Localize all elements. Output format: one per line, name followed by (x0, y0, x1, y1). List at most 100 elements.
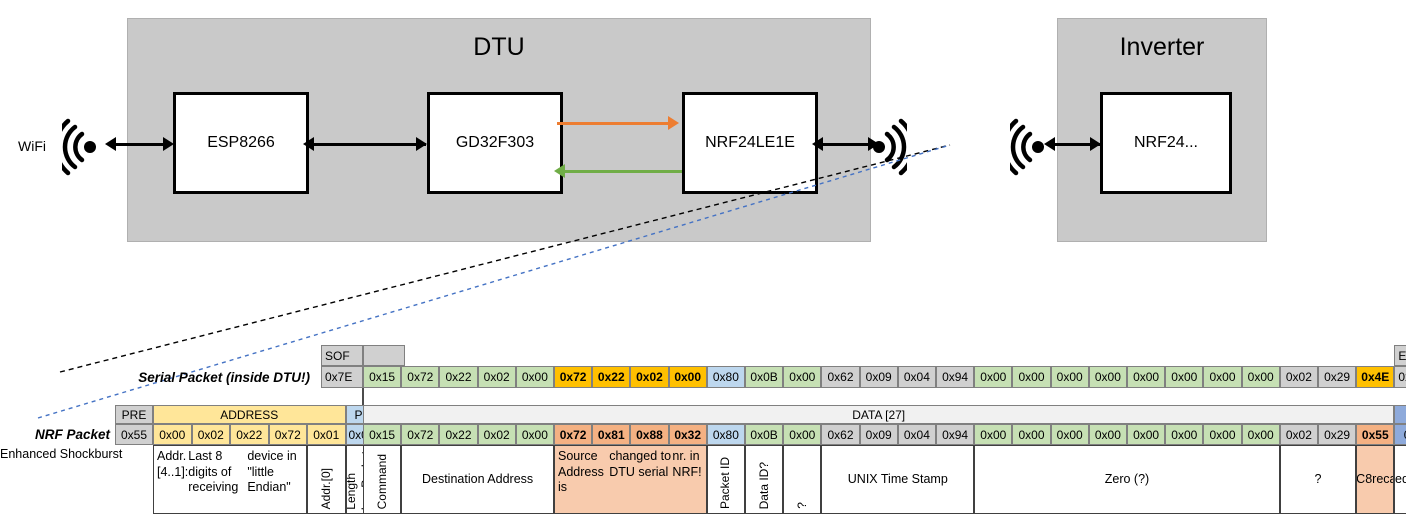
link-gd32-nrf-orange (557, 122, 675, 125)
arrow-right-gd32-nrf (668, 116, 679, 130)
serial-eof-value: 0x7F (1394, 366, 1406, 388)
serial-byte-cell: 0x00 (783, 366, 822, 388)
chip-esp8266-label: ESP8266 (207, 134, 275, 151)
nrf-byte-cell: 0x00 (1203, 424, 1242, 445)
serial-byte-cell: 0x0B (745, 366, 784, 388)
nrf-description-text: ? (1314, 471, 1322, 486)
nrf-byte-cell: 0x00 (1050, 424, 1089, 445)
chip-esp8266[interactable]: ESP8266 (173, 92, 309, 194)
arrow-left-nrf-antenna (812, 137, 823, 151)
nrf-byte-cell: 0x00 (1127, 424, 1166, 445)
nrf-byte-cell: 0x00 (153, 424, 192, 445)
dtu-title: DTU (473, 33, 525, 61)
arrow-right-wifi-esp (163, 137, 174, 151)
arrow-right-antenna-inverter (1090, 137, 1101, 151)
arrow-right-nrf-antenna (868, 137, 879, 151)
nrf-description-text: Generated (1394, 471, 1406, 486)
nrf-description-text: Last 8 digits of receiving (188, 449, 239, 495)
nrf-description-cell: Zero (?) (974, 445, 1280, 514)
nrf-byte-cell: 0x55 (1356, 424, 1395, 445)
nrf-description-text: ? (794, 502, 809, 509)
nrf-byte-cell: 0x00 (974, 424, 1013, 445)
serial-byte-cell: 0x02 (630, 366, 669, 388)
nrf-byte-cell: 0x00 (1165, 424, 1204, 445)
serial-byte-cell: 0x09 (859, 366, 898, 388)
serial-byte-cell: 0x00 (1050, 366, 1089, 388)
nrf-byte-cell: 0x00 (515, 424, 554, 445)
nrf-description-cell: Destination Address (401, 445, 554, 514)
nrf-byte-cell: 0x04 (897, 424, 936, 445)
serial-byte-cell: 0x00 (1127, 366, 1166, 388)
nrf-byte-cell: 0x72 (554, 424, 593, 445)
nrf-byte-cell: 0x00 (1012, 424, 1051, 445)
nrf-description-text: Zero (?) (1104, 471, 1150, 486)
nrf-group-header: ADDRESS (153, 405, 346, 424)
nrf-group-header: NRF CRC (1394, 405, 1406, 424)
serial-byte-cell: 0x00 (1203, 366, 1242, 388)
nrf-byte-cell: 0x72 (268, 424, 307, 445)
nrf-byte-cell: 0x00 (1088, 424, 1127, 445)
chip-gd32f303[interactable]: GD32F303 (427, 92, 563, 194)
nrf-byte-cell: 0x80 (706, 424, 745, 445)
nrf-description-cell: Addr.[0] (307, 445, 346, 514)
serial-eof-header: EOF (1394, 345, 1406, 366)
serial-byte-cell: 0x22 (592, 366, 631, 388)
serial-byte-cell: 0x62 (821, 366, 860, 388)
nrf-group-header: PRE (115, 405, 153, 424)
chip-gd32f303-label: GD32F303 (455, 134, 535, 151)
nrf-antenna-icon-dtu (855, 118, 916, 181)
chip-nrf24-inverter[interactable]: NRF24... (1100, 92, 1232, 194)
serial-header-blank (363, 345, 405, 366)
serial-byte-cell: 0x80 (706, 366, 745, 388)
chip-nrf24-label: NRF24... (1133, 134, 1198, 151)
arrow-right-esp-gd32 (416, 137, 427, 151)
nrf-description-cell: ? (1279, 445, 1357, 514)
nrf-byte-cell: 0x72 (401, 424, 440, 445)
nrf-byte-cell: 0x32 (668, 424, 707, 445)
nrf-description-cell: ? (783, 445, 822, 514)
nrf-description-text: UNIX Time Stamp (847, 471, 948, 486)
nrf-description-cell: CRC8recalc.! (1356, 445, 1395, 514)
serial-byte-cell: 0x02 (477, 366, 516, 388)
nrf-byte-cell: 0x0B (745, 424, 784, 445)
nrf-description-text: changed to DTU serial (609, 449, 672, 479)
link-antenna-inverter (1048, 143, 1102, 146)
nrf-description-text: Command (374, 453, 389, 509)
nrf-byte-cell: 0x88 (630, 424, 669, 445)
serial-byte-cell: 0x00 (668, 366, 707, 388)
chip-nrf24le1e[interactable]: NRF24LE1E (682, 92, 818, 194)
serial-byte-cell: 0x00 (515, 366, 554, 388)
serial-packet-label: Serial Packet (inside DTU!) (138, 370, 310, 385)
serial-byte-cell: 0x15 (363, 366, 402, 388)
serial-sof-header: SOF (321, 345, 363, 366)
arrow-left-esp-gd32 (303, 137, 314, 151)
serial-byte-cell: 0x02 (1279, 366, 1318, 388)
nrf-packet-label: NRF Packet (34, 427, 110, 442)
serial-byte-cell: 0x00 (1241, 366, 1280, 388)
serial-byte-cell: 0x72 (554, 366, 593, 388)
block-diagram: DTU Inverter WiFi ESP8266 (0, 0, 1406, 255)
nrf-byte-cell: 0x02 (191, 424, 230, 445)
nrf-description-cell: UNIX Time Stamp (821, 445, 975, 514)
nrf-byte-cell: 0x02 (1279, 424, 1318, 445)
nrf-byte-cell: 0x01 (307, 424, 346, 445)
serial-byte-cell: 0x29 (1318, 366, 1357, 388)
nrf-description-text: Addr. [4..1]: (157, 449, 189, 479)
wifi-label: WiFi (18, 138, 46, 154)
nrf-packet-sublabel: Enhanced Shockburst (0, 447, 123, 461)
inverter-title: Inverter (1119, 33, 1205, 61)
nrf-byte-cell: 0x62 (821, 424, 860, 445)
serial-byte-cell: 0x4E (1356, 366, 1395, 388)
nrf-byte-cell: 0x02 (477, 424, 516, 445)
nrf-byte-cell: 0x.. (1394, 424, 1406, 445)
nrf-byte-cell: 0x00 (783, 424, 822, 445)
serial-byte-cell: 0x00 (1165, 366, 1204, 388)
nrf-byte-cell: 0x09 (859, 424, 898, 445)
nrf-byte-cell: 0x00 (1241, 424, 1280, 445)
nrf-byte-cell: 0x81 (592, 424, 631, 445)
nrf-byte-cell: 0x22 (230, 424, 269, 445)
nrf-byte-cell: 0x55 (115, 424, 153, 445)
serial-byte-cell: 0x00 (974, 366, 1013, 388)
nrf-description-text: Source Address is (558, 449, 604, 495)
